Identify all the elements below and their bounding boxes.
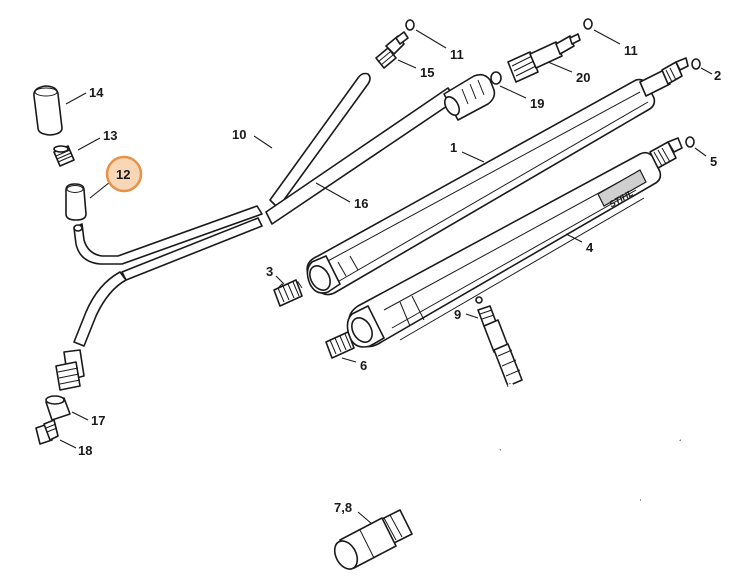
callout-19: 19 xyxy=(530,96,544,111)
leader-11b xyxy=(593,29,621,45)
callout-17: 17 xyxy=(91,413,105,428)
callout-11a: 11 xyxy=(450,47,464,62)
callout-20: 20 xyxy=(576,70,590,85)
leader-16 xyxy=(315,182,351,203)
callout-11b: 11 xyxy=(624,43,638,58)
leader-9 xyxy=(465,313,479,319)
part-12-sleeve xyxy=(65,183,87,221)
part-20-adapter xyxy=(507,33,581,83)
callout-1: 1 xyxy=(450,140,457,155)
leader-7-8 xyxy=(357,511,373,525)
callout-10: 10 xyxy=(232,127,246,142)
leader-1 xyxy=(461,151,485,163)
callout-7-8: 7,8 xyxy=(334,500,352,515)
leader-3 xyxy=(275,275,285,285)
leader-13 xyxy=(77,137,101,151)
callout-15: 15 xyxy=(420,65,434,80)
callout-12: 12 xyxy=(116,167,130,182)
callout-13: 13 xyxy=(103,128,117,143)
callout-3: 3 xyxy=(266,264,273,279)
part-19-o-ring xyxy=(490,71,502,85)
part-16-lance xyxy=(73,73,496,347)
hose-coil xyxy=(394,382,707,569)
highlight-ring-12 xyxy=(105,155,143,193)
leader-17 xyxy=(71,411,89,421)
part-3-spring xyxy=(273,279,303,307)
leader-10 xyxy=(253,135,273,149)
callout-6: 6 xyxy=(360,358,367,373)
part-14-cap xyxy=(33,85,63,136)
lance-end-fitting xyxy=(55,349,85,391)
leader-6 xyxy=(341,357,357,363)
part-17-nut xyxy=(45,395,71,421)
part-18-connector xyxy=(35,419,59,445)
callout-18: 18 xyxy=(78,443,92,458)
part-11-o-ring-b xyxy=(583,18,593,30)
leader-14 xyxy=(65,92,87,105)
part-9-hose-connector xyxy=(475,296,523,387)
leader-20 xyxy=(547,61,573,73)
leader-5 xyxy=(694,147,707,157)
leader-11a xyxy=(415,29,447,49)
callout-5: 5 xyxy=(710,154,717,169)
part-7-8-hose-coupling xyxy=(333,509,413,570)
part-6-spring xyxy=(325,331,355,359)
callout-16: 16 xyxy=(354,196,368,211)
part-1-lance-tube xyxy=(306,57,689,296)
leader-4 xyxy=(565,233,583,243)
leader-2 xyxy=(700,67,713,75)
part-5-o-ring xyxy=(685,136,695,148)
leader-15 xyxy=(397,59,417,69)
leader-12 xyxy=(89,181,111,199)
part-11-o-ring-a xyxy=(405,19,415,31)
callout-14: 14 xyxy=(89,85,104,100)
callout-9: 9 xyxy=(454,307,461,322)
part-13-insert xyxy=(53,145,75,167)
leader-18 xyxy=(59,439,77,449)
part-2-o-ring xyxy=(691,58,701,70)
leader-19 xyxy=(499,85,527,99)
part-10-lance xyxy=(73,72,371,265)
callout-4: 4 xyxy=(586,240,594,255)
callout-2: 2 xyxy=(714,68,721,83)
part-15-nozzle xyxy=(375,31,409,69)
